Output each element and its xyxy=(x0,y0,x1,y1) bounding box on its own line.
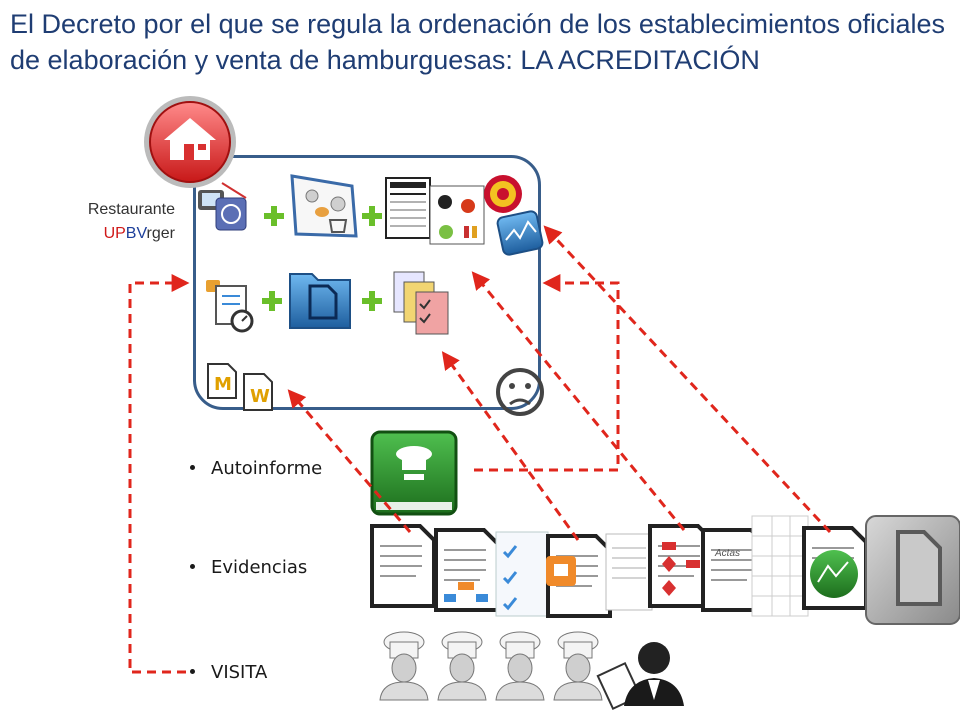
chef-recipe-icon xyxy=(290,174,358,238)
page-title: El Decreto por el que se regula la orden… xyxy=(10,9,946,75)
arrow-evidence-1 xyxy=(287,389,412,533)
document-icon-2 xyxy=(434,528,500,612)
svg-text:W: W xyxy=(250,386,270,407)
plus-icon-4 xyxy=(362,291,382,311)
plus-icon-2 xyxy=(362,206,382,226)
gray-file-icon xyxy=(865,515,960,625)
restaurant-line1: Restaurante xyxy=(87,201,175,218)
brand-part1: UP xyxy=(103,225,126,242)
chef-icon-4 xyxy=(553,631,603,701)
text-doc-icon xyxy=(605,533,653,611)
graph-doc-icon xyxy=(802,526,868,610)
chart-icon xyxy=(496,210,544,256)
bullet-text: Autoinforme xyxy=(211,458,323,479)
bullet-text: VISITA xyxy=(211,662,268,683)
arrow-autoinforme xyxy=(474,274,620,472)
spreadsheet-icon xyxy=(751,515,809,617)
seal-icon xyxy=(484,175,522,213)
bullet-evidencias: Evidencias xyxy=(190,557,307,578)
presentation-doc-icon xyxy=(546,534,612,618)
chef-icon-3 xyxy=(495,631,545,701)
bullet-visita: VISITA xyxy=(190,662,267,683)
brand-part2: BV xyxy=(125,225,147,242)
bullet-dot xyxy=(190,668,195,674)
inspector-icon xyxy=(596,642,684,710)
sad-face-icon xyxy=(496,368,544,416)
chef-book-icon[interactable] xyxy=(370,430,458,516)
arrow-evidence-4 xyxy=(543,225,832,534)
flowchart-doc-icon xyxy=(648,524,714,608)
establishment-box xyxy=(193,155,541,410)
bullet-text: Evidencias xyxy=(211,557,308,578)
certificate-icon: M W xyxy=(207,363,273,411)
arrow-evidence-2 xyxy=(441,351,580,541)
tv-icon xyxy=(198,182,247,231)
folder-icon xyxy=(289,273,351,329)
chef-icon-1 xyxy=(379,631,429,701)
bullet-dot xyxy=(190,563,195,569)
document-icon-1 xyxy=(370,524,436,608)
home-icon[interactable] xyxy=(144,96,236,188)
checklist-doc-icon xyxy=(495,531,549,617)
arrow-visita xyxy=(128,274,190,674)
checklist-stack-icon xyxy=(393,271,449,335)
bullet-autoinforme: Autoinforme xyxy=(190,458,322,479)
brand-part3: rger xyxy=(146,225,175,242)
nutrition-facts-icon xyxy=(385,177,485,245)
restaurant-label: Restaurante UPBVrger xyxy=(40,198,175,246)
plus-icon-1 xyxy=(264,206,284,226)
svg-text:M: M xyxy=(214,374,232,395)
chef-icon-2 xyxy=(437,631,487,701)
actas-label: Actas xyxy=(715,548,741,559)
plus-icon-3 xyxy=(262,291,282,311)
restaurant-brand: UPBVrger xyxy=(40,222,175,246)
bullet-dot xyxy=(190,464,195,470)
arrow-evidence-3 xyxy=(471,271,686,531)
search-clipboard-icon xyxy=(206,280,254,333)
